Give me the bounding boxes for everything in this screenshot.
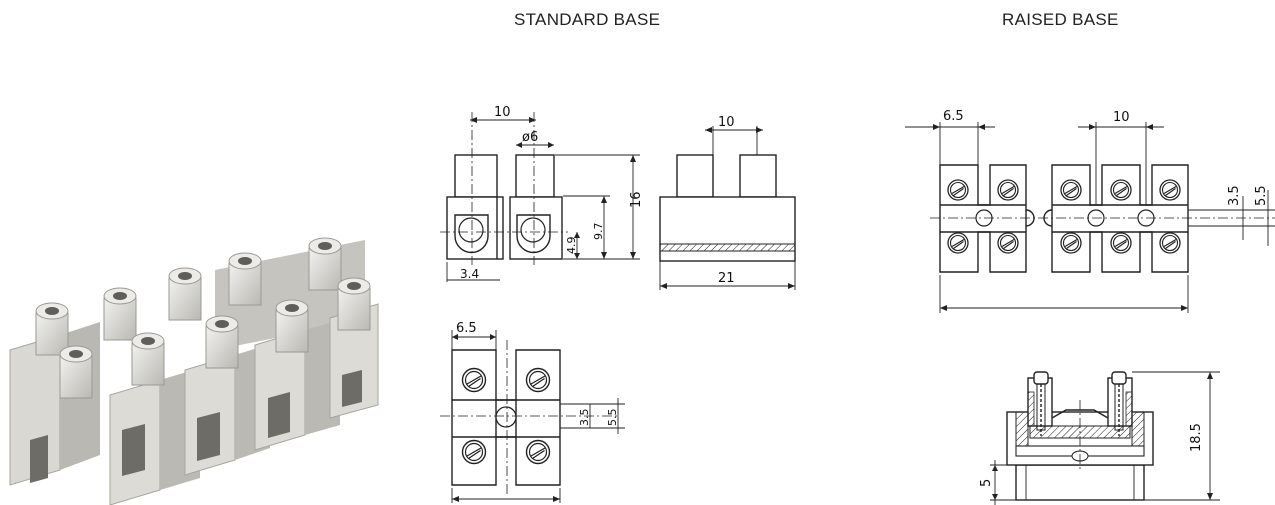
standard-side-view: 10 ø6 16 9.7 4.9 3.4 [440,105,644,282]
dim-raised-section-height: 18.5 [1189,423,1204,452]
dim-raised-section-base: 5 [979,479,994,487]
raised-top-view: 6.5 10 3.5 5.5 [905,109,1275,313]
dim-raised-top-pitch: 10 [1113,110,1130,125]
dim-std-front-pitch: 10 [718,115,735,130]
standard-base-heading: STANDARD BASE [514,10,661,29]
dim-std-side-offset: 3.4 [460,267,479,281]
dim-raised-top-screw-width: 6.5 [943,109,964,124]
dim-std-side-total-height: 16 [629,191,644,208]
dim-std-top-gap: 5.5 [606,409,619,427]
dim-std-top-screw-width: 6.5 [456,321,477,336]
raised-section-view: 18.5 5 [979,371,1220,505]
dim-std-side-pitch: 10 [494,105,511,120]
dim-std-side-hole-center: 4.9 [565,237,578,255]
raised-base-heading: RAISED BASE [1002,10,1119,29]
dim-std-side-diameter: ø6 [522,130,538,145]
dim-std-top-hole: 3.5 [578,409,591,427]
dim-raised-top-gap: 5.5 [1254,185,1269,206]
dim-std-front-width: 21 [718,271,735,286]
dim-raised-top-hole: 3.5 [1227,185,1242,206]
standard-top-view: 6.5 3.5 5.5 [440,321,625,503]
terminal-block-photo [9,237,379,505]
standard-front-view: 10 21 [659,115,796,290]
dim-std-side-hole-top: 9.7 [592,223,605,241]
